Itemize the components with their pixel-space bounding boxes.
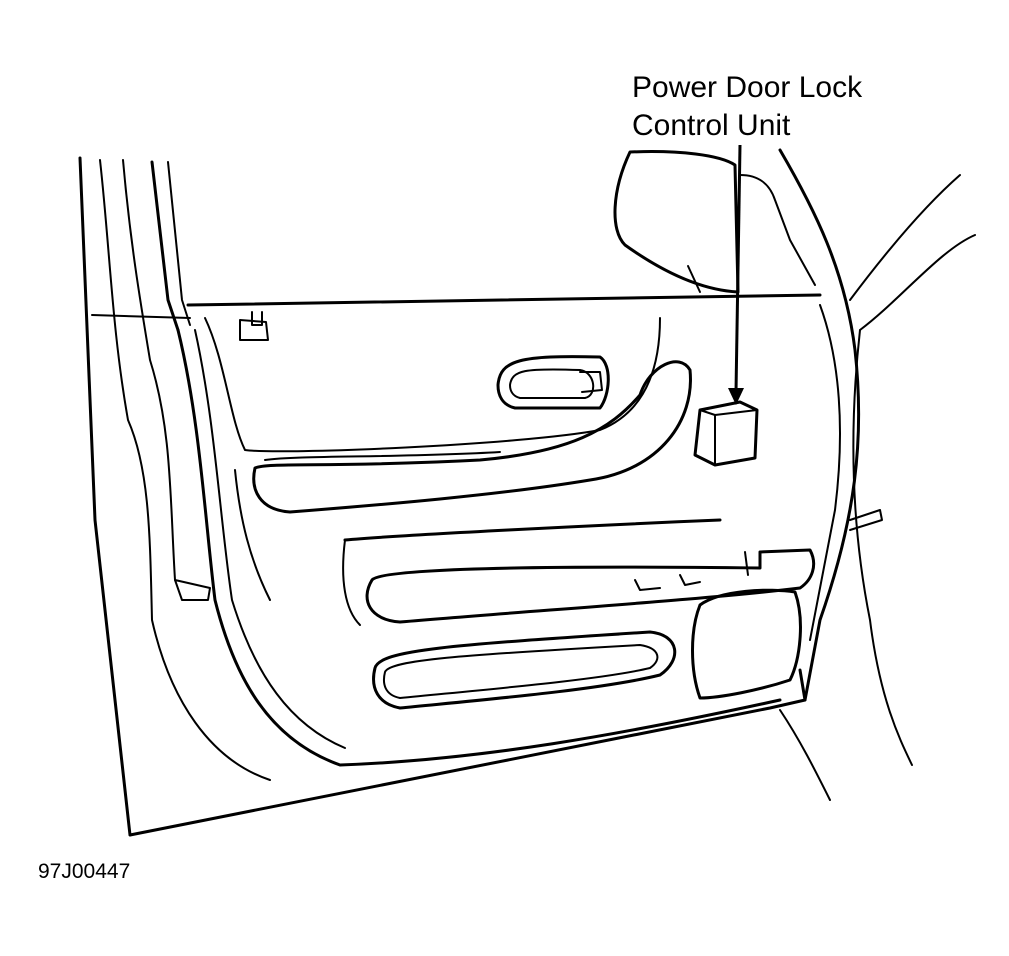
figure-id: 97J00447 xyxy=(38,860,131,883)
control-unit-box xyxy=(693,400,759,467)
callout-arrow xyxy=(728,144,744,405)
door-trim-panel xyxy=(176,311,782,767)
callout-line-2: Control Unit xyxy=(632,109,791,142)
inner-door-handle xyxy=(496,355,610,410)
side-mirror xyxy=(613,150,816,294)
door-pocket xyxy=(174,518,816,710)
callout-line-1: Power Door Lock xyxy=(632,71,863,104)
armrest-pull-handle xyxy=(252,360,692,514)
callout-label: Power Door Lock Control Unit xyxy=(632,69,862,145)
door-frame xyxy=(78,148,976,837)
